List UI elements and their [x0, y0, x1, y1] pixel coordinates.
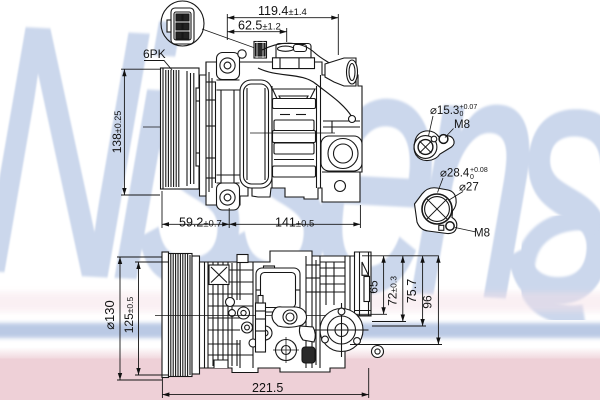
svg-text:141±0.5: 141±0.5 [275, 216, 314, 230]
svg-text:⌀15.3: ⌀15.3 [430, 105, 459, 117]
svg-text:72±0.3: 72±0.3 [386, 276, 400, 306]
svg-text:62.5±1.2: 62.5±1.2 [238, 19, 281, 33]
svg-text:138±0.25: 138±0.25 [110, 111, 124, 154]
svg-text:⌀27: ⌀27 [459, 182, 479, 194]
svg-text:0: 0 [470, 174, 474, 181]
svg-text:⌀130: ⌀130 [102, 300, 117, 330]
svg-text:119.4±1.4: 119.4±1.4 [258, 4, 307, 18]
svg-text:0: 0 [460, 111, 464, 118]
svg-text:M8: M8 [454, 119, 470, 131]
svg-text:96: 96 [421, 295, 435, 309]
svg-text:65: 65 [367, 280, 381, 294]
svg-text:⌀28.4: ⌀28.4 [440, 168, 470, 180]
svg-text:59.2±0.7: 59.2±0.7 [179, 216, 222, 230]
svg-text:+0.08: +0.08 [470, 167, 488, 174]
svg-text:+0.07: +0.07 [460, 104, 478, 111]
svg-text:6PK: 6PK [143, 47, 166, 61]
svg-text:M8: M8 [474, 228, 490, 240]
svg-text:125±0.5: 125±0.5 [122, 296, 136, 333]
svg-text:75.7: 75.7 [405, 279, 419, 303]
svg-text:221.5: 221.5 [252, 381, 283, 395]
